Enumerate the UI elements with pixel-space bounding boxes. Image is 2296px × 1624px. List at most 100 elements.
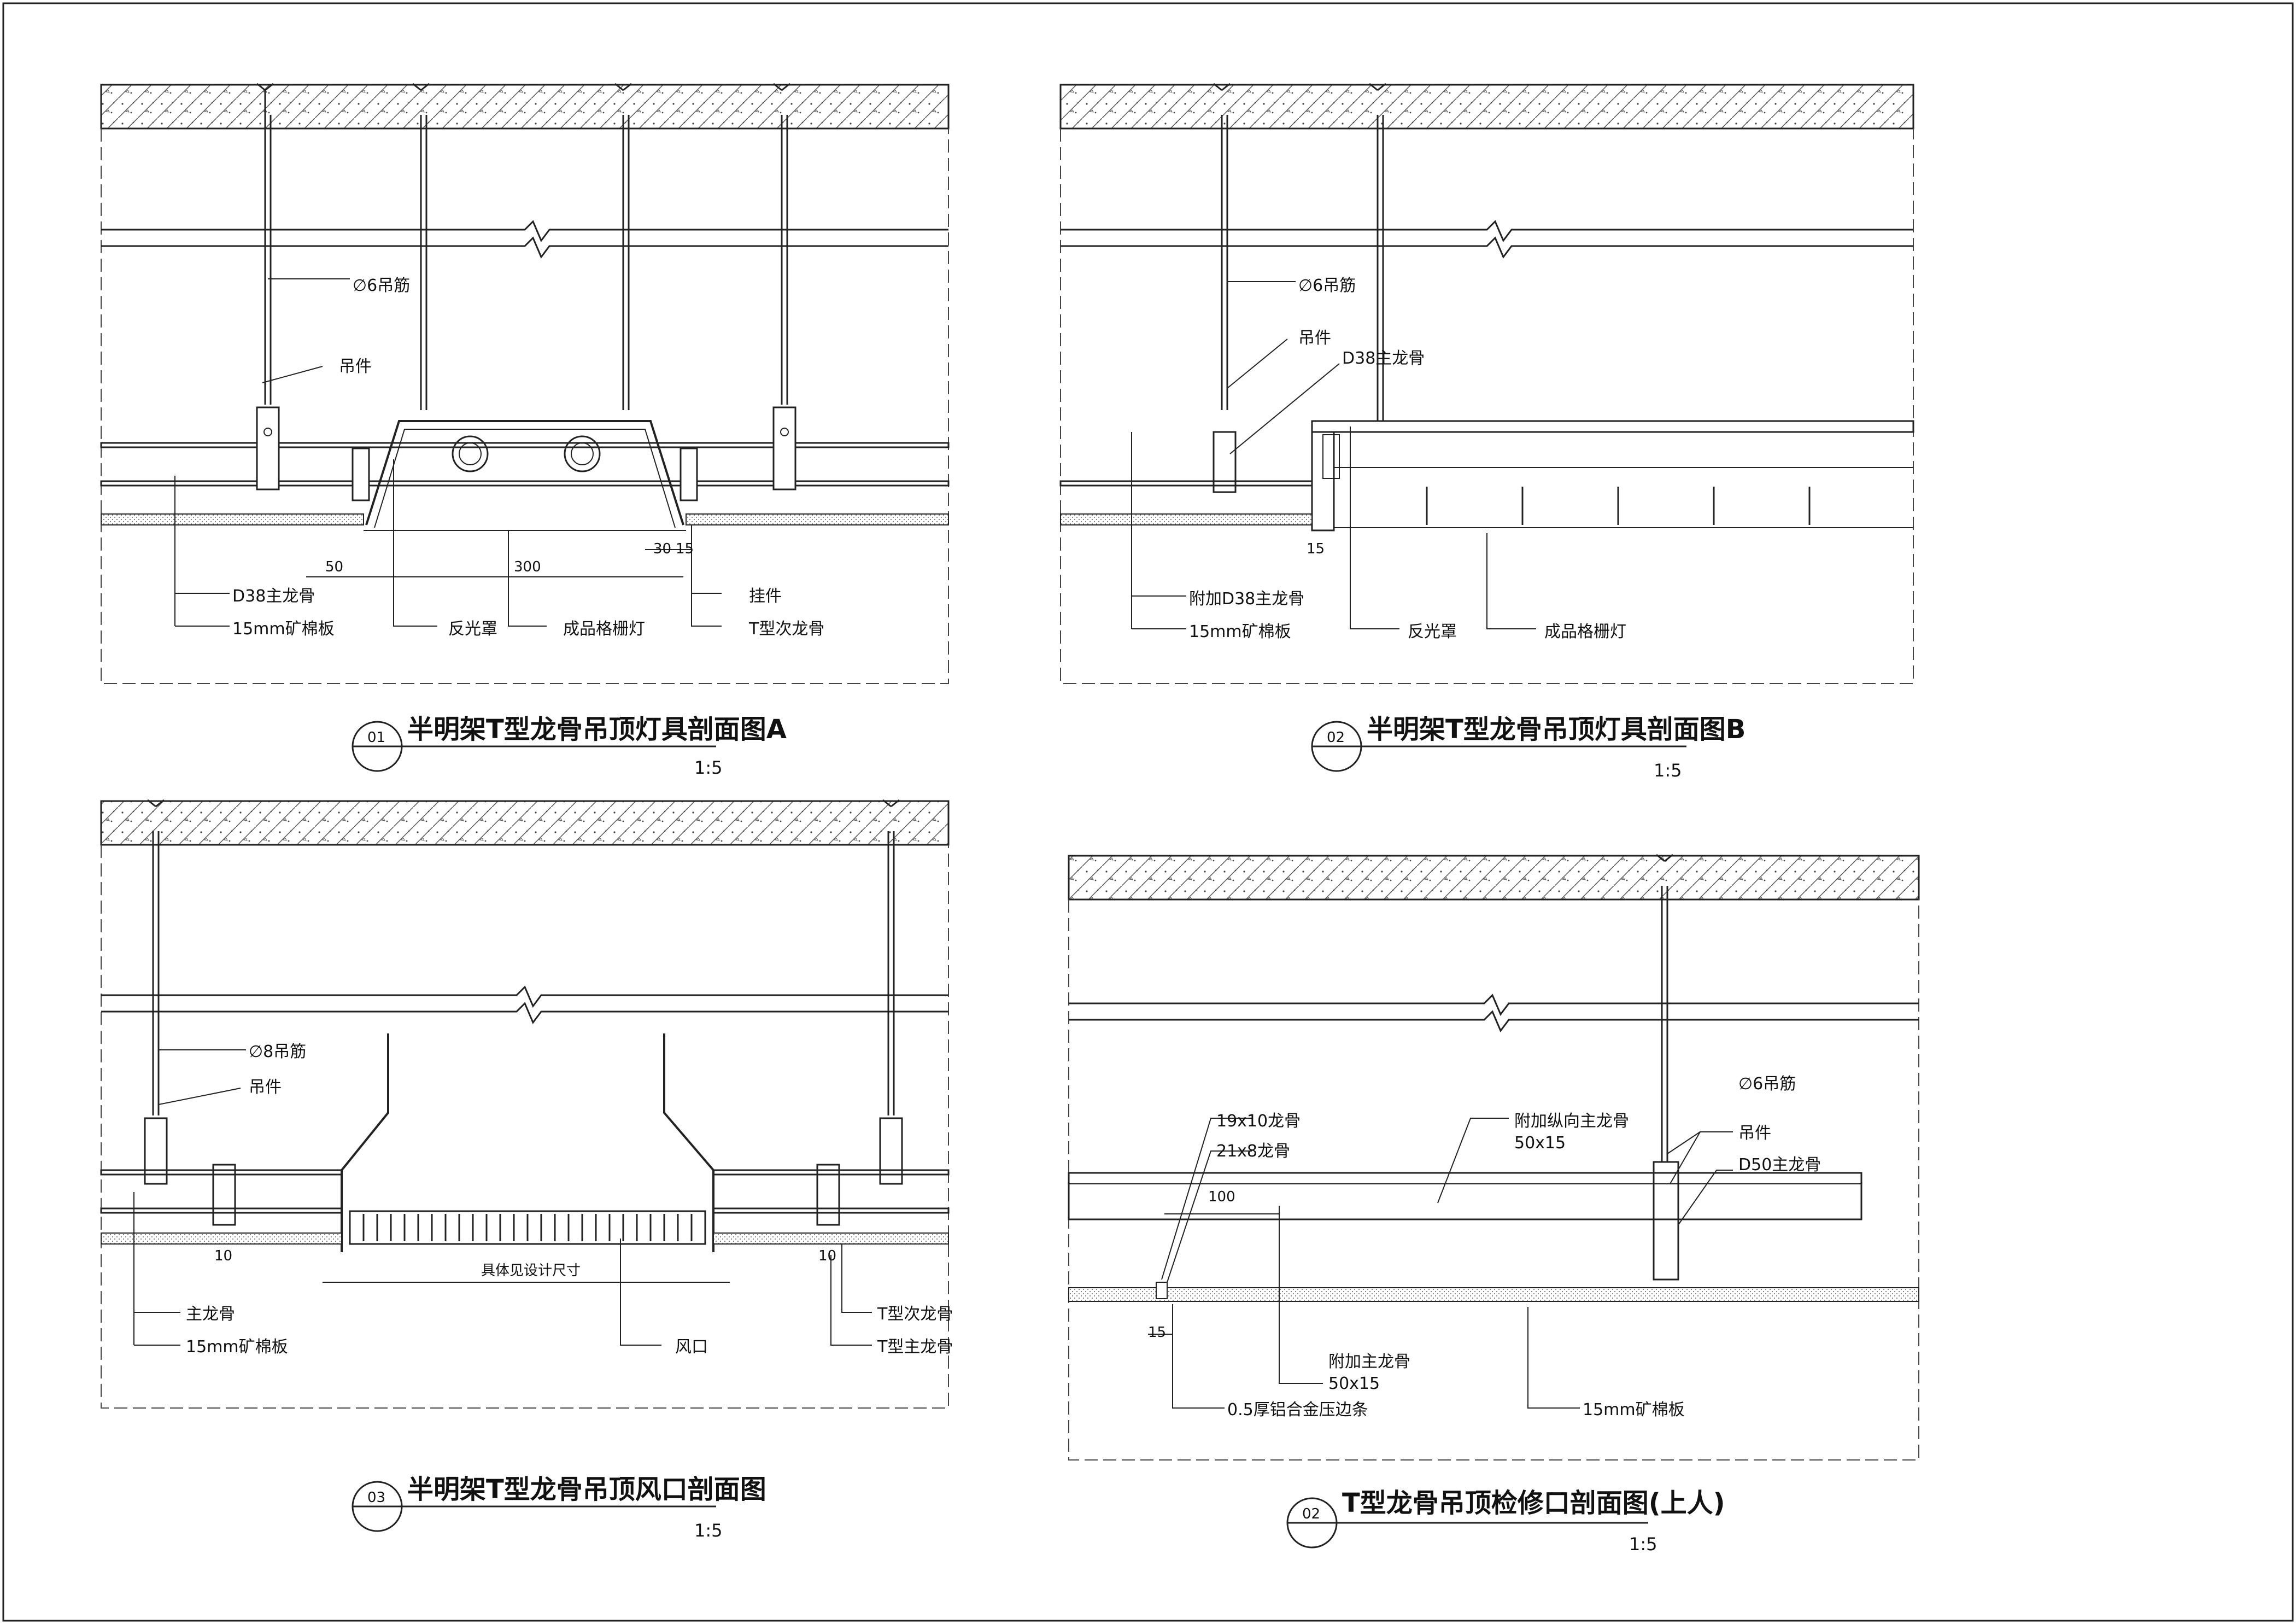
vent-fins: [362, 1214, 693, 1241]
drawing-scale: 1:5: [1654, 760, 1682, 781]
label-reflector: 反光罩: [1408, 622, 1457, 641]
break-line: [1061, 220, 1913, 242]
drawing-title: 半明架T型龙骨吊顶风口剖面图: [407, 1474, 766, 1505]
label-main-keel: D38主龙骨: [232, 587, 315, 606]
drawing-scale: 1:5: [1629, 1534, 1657, 1555]
break-line: [101, 1002, 948, 1024]
label-reflector: 反光罩: [448, 620, 497, 639]
dim-design: 具体见设计尺寸: [481, 1263, 581, 1279]
mineral-board: [1060, 513, 1313, 525]
panel-3-vent-section: ∅8吊筋 吊件 主龙骨 15mm矿棉板 风口 T型次龙骨 T型主龙骨 10 10…: [100, 799, 953, 1541]
hanger-clip: [144, 1117, 168, 1185]
break-line: [101, 985, 948, 1008]
panel-1-light-section-a: ∅6吊筋 吊件 D38主龙骨 15mm矿棉板 反光罩 成品格栅灯 挂件 T型次龙…: [100, 83, 950, 778]
drawing-number: 01: [367, 729, 385, 746]
label-extra-long-a: 附加纵向主龙骨: [1514, 1112, 1629, 1131]
extra-main-keel: [1068, 1172, 1862, 1220]
leader-lines: [174, 278, 722, 627]
leader-lines: [1131, 281, 1536, 629]
lamp-housing: [1311, 420, 1914, 433]
label-vent: 风口: [675, 1337, 708, 1357]
dim-15: 15: [1307, 541, 1325, 557]
label-hanger: 吊件: [1738, 1124, 1771, 1143]
dim-15: 15: [1148, 1324, 1166, 1341]
break-line: [1069, 994, 1919, 1016]
drawing-title: 半明架T型龙骨吊顶灯具剖面图A: [407, 714, 787, 745]
drawing-title: T型龙骨吊顶检修口剖面图(上人): [1342, 1488, 1725, 1518]
break-line: [101, 236, 948, 259]
frame-dashed: [101, 845, 949, 1409]
main-keel-rail: [100, 442, 950, 448]
lamp-tube: [564, 435, 601, 472]
panel-2-light-section-b: ∅6吊筋 吊件 D38主龙骨 附加D38主龙骨 15mm矿棉板 反光罩 成品格栅…: [1059, 83, 1914, 781]
drawing-title: 半明架T型龙骨吊顶灯具剖面图B: [1367, 714, 1746, 745]
label-t-main: T型主龙骨: [877, 1337, 953, 1357]
dim-100: 100: [1208, 1189, 1235, 1205]
dim-10: 10: [818, 1248, 836, 1264]
label-rod: ∅6吊筋: [1738, 1074, 1796, 1094]
label-t-sub: T型次龙骨: [748, 620, 824, 639]
grille-lamp-housing: [365, 420, 684, 525]
label-k21: 21x8龙骨: [1216, 1142, 1290, 1161]
dim-30: 30: [653, 541, 671, 557]
hanger-rods: [1656, 854, 1673, 1170]
dim-15: 15: [676, 541, 694, 557]
label-grille-lamp: 成品格栅灯: [1544, 622, 1626, 641]
label-board: 15mm矿棉板: [1583, 1400, 1685, 1419]
label-hanger: 吊件: [339, 357, 372, 376]
hanger-rods: [147, 799, 900, 1115]
break-line: [1069, 1010, 1919, 1032]
label-rod: ∅6吊筋: [353, 276, 410, 295]
label-clip: 挂件: [749, 587, 782, 606]
label-extra-main-b: 50x15: [1328, 1374, 1380, 1393]
label-hanger: 吊件: [249, 1078, 282, 1097]
hanger-clip: [1653, 1161, 1679, 1281]
hanger-rods: [256, 83, 790, 410]
frame-dashed: [101, 128, 949, 684]
dim-300: 300: [514, 559, 541, 575]
air-duct: [663, 1033, 714, 1252]
label-rod: ∅6吊筋: [1298, 276, 1356, 295]
dim-10: 10: [214, 1248, 232, 1264]
dim-50: 50: [325, 559, 343, 575]
hanger-clip: [772, 406, 796, 490]
concrete-slab: [100, 800, 950, 846]
leader-lines: [133, 1049, 872, 1346]
panel-4-access-hatch-section: 19x10龙骨 21x8龙骨 附加纵向主龙骨 50x15 ∅6吊筋 吊件 D50…: [1068, 854, 1920, 1555]
drawing-scale: 1:5: [694, 1520, 723, 1541]
label-extra-keel: 附加D38主龙骨: [1189, 589, 1304, 609]
mineral-board: [101, 513, 364, 525]
frame-dashed: [1060, 128, 1914, 684]
hanger-clip: [879, 1117, 903, 1185]
drawing-scale: 1:5: [694, 757, 723, 778]
label-rod: ∅8吊筋: [249, 1042, 306, 1061]
mineral-board: [713, 1232, 949, 1245]
vent-grille: [349, 1210, 706, 1245]
mineral-board: [101, 1232, 342, 1245]
label-t-sub: T型次龙骨: [877, 1305, 953, 1324]
label-hanger: 吊件: [1298, 329, 1331, 348]
hanger-rods: [1213, 83, 1386, 421]
break-line: [1061, 236, 1913, 259]
break-line: [101, 220, 948, 242]
label-board: 15mm矿棉板: [232, 620, 335, 639]
concrete-slab: [1059, 84, 1914, 130]
drawing-number: 02: [1327, 729, 1345, 746]
label-board: 15mm矿棉板: [1189, 622, 1291, 641]
hanger-clip: [256, 406, 280, 490]
label-grille-lamp: 成品格栅灯: [563, 620, 645, 639]
mineral-board: [686, 513, 949, 525]
grille-fins: [1426, 487, 1811, 525]
drawing-number: 03: [367, 1489, 385, 1506]
label-d50: D50主龙骨: [1738, 1155, 1821, 1175]
hanger-clip: [1213, 431, 1237, 493]
mineral-board: [1068, 1287, 1919, 1302]
frame-dashed: [1068, 899, 1919, 1461]
label-extra-long-b: 50x15: [1514, 1134, 1566, 1153]
main-keel-rail: [1059, 480, 1313, 487]
air-duct: [341, 1033, 389, 1252]
lamp-tube: [452, 435, 489, 472]
concrete-slab: [1068, 855, 1920, 901]
